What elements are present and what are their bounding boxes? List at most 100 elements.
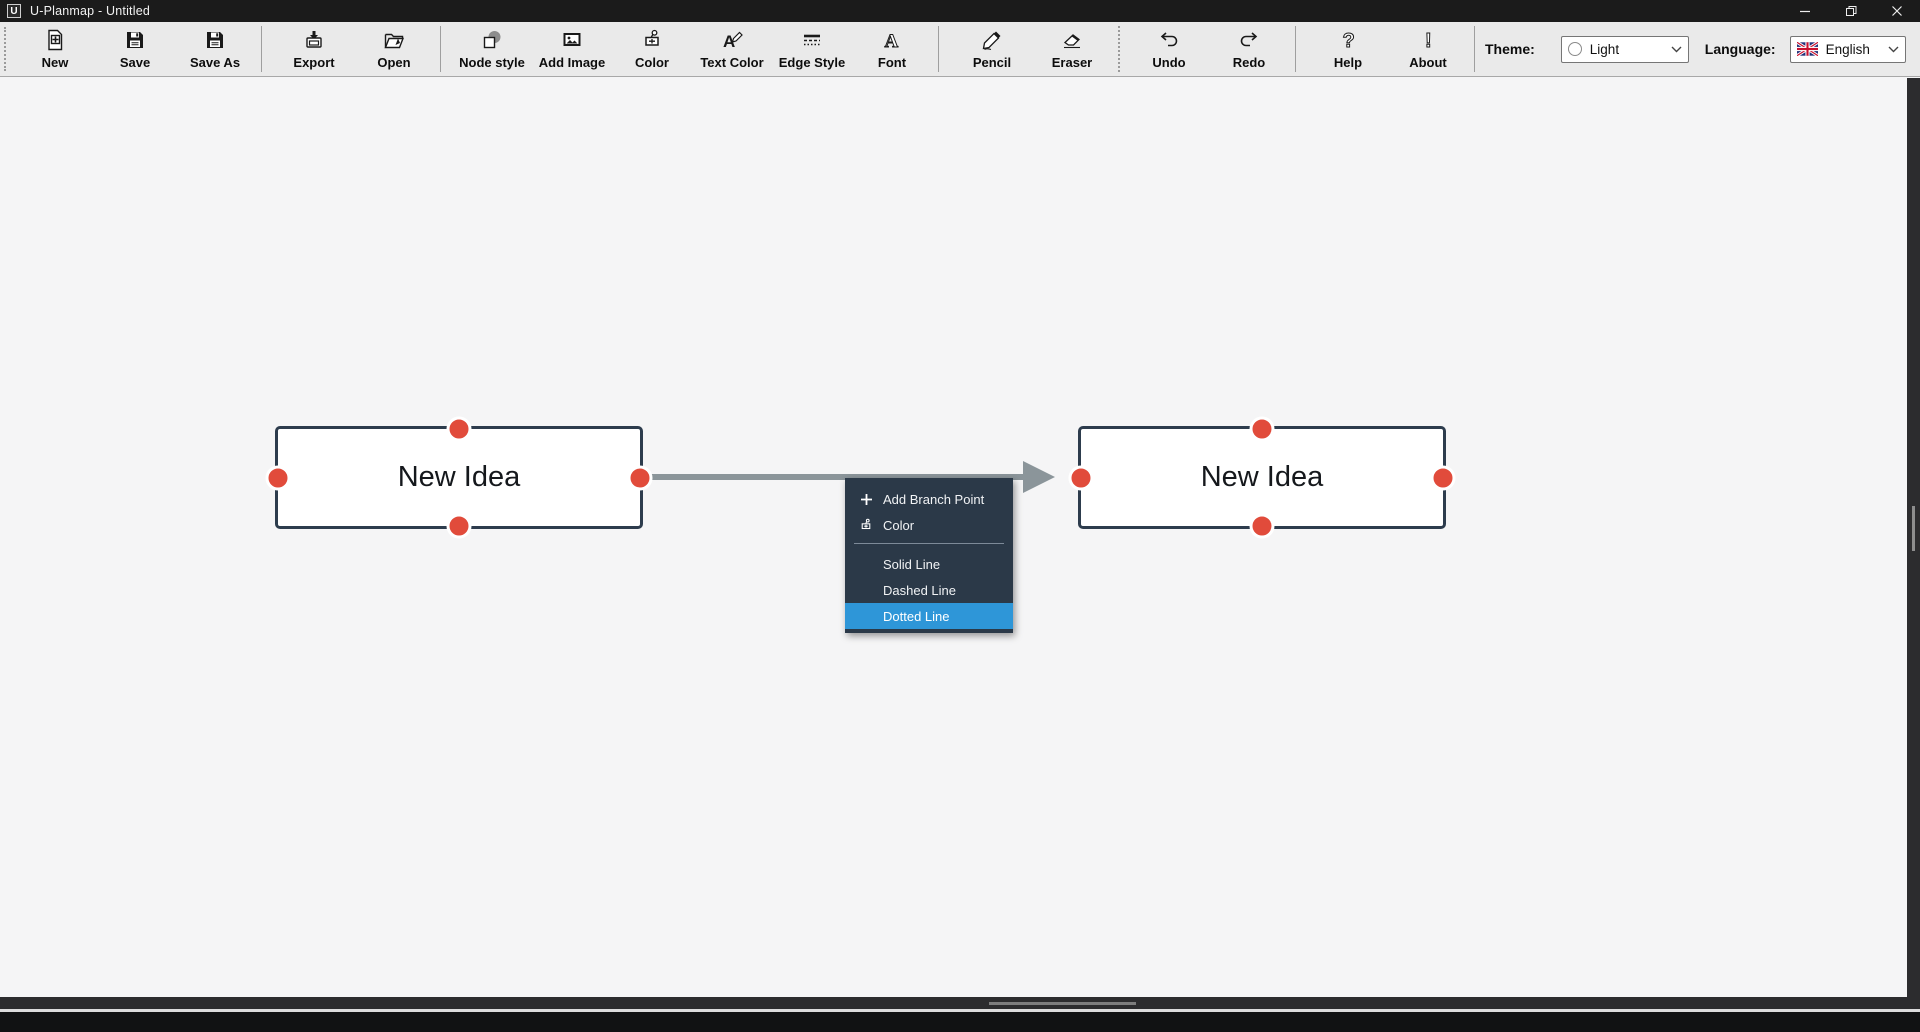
toolbar-separator bbox=[261, 26, 262, 72]
mindmap-canvas[interactable]: New Idea New Idea Add Branch Point bbox=[0, 78, 1920, 997]
node-label: New Idea bbox=[397, 461, 521, 493]
toolbar-gripper[interactable] bbox=[4, 27, 7, 71]
add-image-button[interactable]: Add Image bbox=[532, 24, 612, 74]
light-theme-icon bbox=[1567, 42, 1582, 56]
node-label: New Idea bbox=[1200, 461, 1324, 493]
bottom-bar bbox=[0, 1012, 1920, 1032]
menu-item-label: Add Branch Point bbox=[883, 491, 985, 507]
restore-button[interactable] bbox=[1828, 0, 1874, 22]
close-icon bbox=[1892, 6, 1902, 16]
save-as-floppy-icon bbox=[203, 27, 227, 53]
minimize-button[interactable] bbox=[1782, 0, 1828, 22]
menu-item-dotted-line[interactable]: Dotted Line bbox=[845, 603, 1013, 629]
undo-button[interactable]: Undo bbox=[1129, 24, 1209, 74]
toolbar-label: About bbox=[1409, 55, 1447, 70]
about-button[interactable]: ! About bbox=[1388, 24, 1468, 74]
svg-text:?: ? bbox=[1343, 30, 1355, 52]
window-title: U-Planmap - Untitled bbox=[30, 4, 151, 18]
toolbar-label: Node style bbox=[459, 55, 525, 70]
new-document-icon bbox=[43, 27, 67, 53]
theme-select[interactable]: Light bbox=[1560, 35, 1689, 63]
theme-value: Light bbox=[1589, 41, 1620, 57]
main-toolbar: New Save Save As bbox=[0, 22, 1920, 77]
chevron-down-icon bbox=[1880, 46, 1899, 53]
node-style-button[interactable]: Node style bbox=[452, 24, 532, 74]
toolbar-label: Color bbox=[635, 55, 669, 70]
toolbar-label: Eraser bbox=[1051, 55, 1093, 70]
mindmap-node[interactable]: New Idea bbox=[265, 416, 653, 539]
exclamation-mark-icon: ! bbox=[1416, 27, 1440, 53]
menu-item-solid-line[interactable]: Solid Line bbox=[845, 551, 1013, 577]
horizontal-scrollbar-thumb[interactable] bbox=[989, 1002, 1136, 1005]
toolbar-label: Font bbox=[877, 55, 907, 70]
toolbar-gripper[interactable] bbox=[1118, 26, 1120, 72]
font-letter-icon: A bbox=[880, 27, 904, 53]
mindmap-node[interactable]: New Idea bbox=[1068, 416, 1456, 539]
language-label: Language: bbox=[1704, 41, 1776, 57]
connector-dot-right[interactable] bbox=[1430, 465, 1456, 490]
connector-dot-bottom[interactable] bbox=[1249, 513, 1275, 539]
horizontal-scrollbar[interactable] bbox=[0, 997, 1920, 1009]
paint-bucket-icon bbox=[853, 518, 879, 532]
window-bottom-edge bbox=[0, 1009, 1920, 1012]
connector-dot-bottom[interactable] bbox=[446, 513, 472, 539]
toolbar-separator bbox=[938, 26, 939, 72]
menu-item-label: Solid Line bbox=[883, 556, 941, 572]
language-value: English bbox=[1825, 41, 1870, 57]
text-color-icon: A bbox=[720, 27, 744, 53]
connector-dot-left[interactable] bbox=[1068, 465, 1094, 490]
toolbar-label: Redo bbox=[1232, 55, 1266, 70]
open-folder-icon bbox=[382, 27, 406, 53]
toolbar-separator bbox=[440, 26, 441, 72]
color-button[interactable]: Color bbox=[612, 24, 692, 74]
export-icon bbox=[302, 27, 326, 53]
connector-dot-top[interactable] bbox=[446, 416, 472, 442]
connector-dot-left[interactable] bbox=[265, 465, 291, 490]
vertical-scrollbar-thumb[interactable] bbox=[1912, 506, 1915, 551]
toolbar-separator bbox=[1474, 26, 1475, 72]
plus-icon bbox=[853, 493, 879, 506]
connector-dot-right[interactable] bbox=[627, 465, 653, 490]
menu-item-label: Color bbox=[883, 517, 915, 533]
toolbar-label: Export bbox=[293, 55, 335, 70]
toolbar-label: New bbox=[41, 55, 69, 70]
undo-arrow-icon bbox=[1157, 27, 1181, 53]
eraser-icon bbox=[1060, 27, 1084, 53]
new-button[interactable]: New bbox=[15, 24, 95, 74]
toolbar-label: Text Color bbox=[700, 55, 764, 70]
text-color-button[interactable]: A Text Color bbox=[692, 24, 772, 74]
paint-bucket-icon bbox=[640, 27, 664, 53]
image-icon bbox=[560, 27, 584, 53]
menu-item-dashed-line[interactable]: Dashed Line bbox=[845, 577, 1013, 603]
theme-label: Theme: bbox=[1485, 41, 1535, 57]
menu-item-color[interactable]: Color bbox=[845, 512, 1013, 538]
save-button[interactable]: Save bbox=[95, 24, 175, 74]
menu-item-label: Dotted Line bbox=[883, 608, 950, 624]
title-bar: U U-Planmap - Untitled bbox=[0, 0, 1920, 22]
connector-dot-top[interactable] bbox=[1249, 416, 1275, 442]
redo-button[interactable]: Redo bbox=[1209, 24, 1289, 74]
close-button[interactable] bbox=[1874, 0, 1920, 22]
language-select[interactable]: English bbox=[1789, 35, 1906, 63]
svg-text:!: ! bbox=[1425, 30, 1432, 52]
edge-style-button[interactable]: Edge Style bbox=[772, 24, 852, 74]
question-mark-icon: ? bbox=[1336, 27, 1360, 53]
toolbar-label: Save As bbox=[189, 55, 241, 70]
menu-item-add-branch-point[interactable]: Add Branch Point bbox=[845, 486, 1013, 512]
save-as-button[interactable]: Save As bbox=[175, 24, 255, 74]
font-button[interactable]: A Font bbox=[852, 24, 932, 74]
eraser-button[interactable]: Eraser bbox=[1032, 24, 1112, 74]
export-button[interactable]: Export bbox=[274, 24, 354, 74]
chevron-down-icon bbox=[1663, 46, 1682, 53]
toolbar-label: Open bbox=[377, 55, 411, 70]
vertical-scrollbar[interactable] bbox=[1907, 78, 1920, 997]
toolbar-label: Add Image bbox=[538, 55, 606, 70]
pencil-button[interactable]: Pencil bbox=[952, 24, 1032, 74]
toolbar-label: Pencil bbox=[972, 55, 1012, 70]
toolbar-label: Save bbox=[119, 55, 151, 70]
pencil-icon bbox=[980, 27, 1004, 53]
node-style-shapes-icon bbox=[480, 27, 504, 53]
open-button[interactable]: Open bbox=[354, 24, 434, 74]
help-button[interactable]: ? Help bbox=[1308, 24, 1388, 74]
svg-text:A: A bbox=[885, 31, 899, 52]
